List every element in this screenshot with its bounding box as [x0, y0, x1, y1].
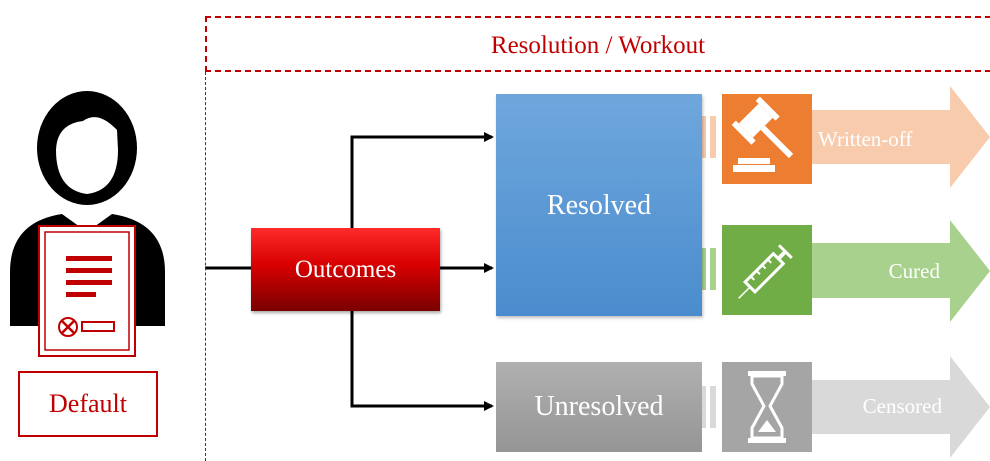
resolution-region-edge — [205, 72, 206, 461]
cured-icon-tile — [722, 225, 812, 315]
cured-label: Cured — [888, 259, 940, 283]
cured-arrow — [700, 220, 990, 322]
resolution-region-header — [205, 16, 990, 72]
censored-arrow — [700, 356, 990, 458]
unresolved-box: Unresolved — [496, 362, 702, 452]
written-off-arrow — [700, 86, 990, 188]
resolved-label: Resolved — [546, 190, 652, 221]
document-icon — [38, 225, 136, 357]
connector-lines — [205, 132, 494, 411]
gavel-icon — [731, 96, 794, 172]
default-label: Default — [18, 371, 158, 437]
hourglass-icon — [748, 371, 786, 443]
region-title: Resolution / Workout — [490, 32, 706, 59]
outcomes-box: Outcomes — [251, 228, 440, 311]
written-off-label: Written-off — [818, 127, 913, 151]
censored-label: Censored — [862, 394, 942, 418]
resolved-box: Resolved — [496, 94, 702, 316]
syringe-icon — [738, 244, 793, 299]
